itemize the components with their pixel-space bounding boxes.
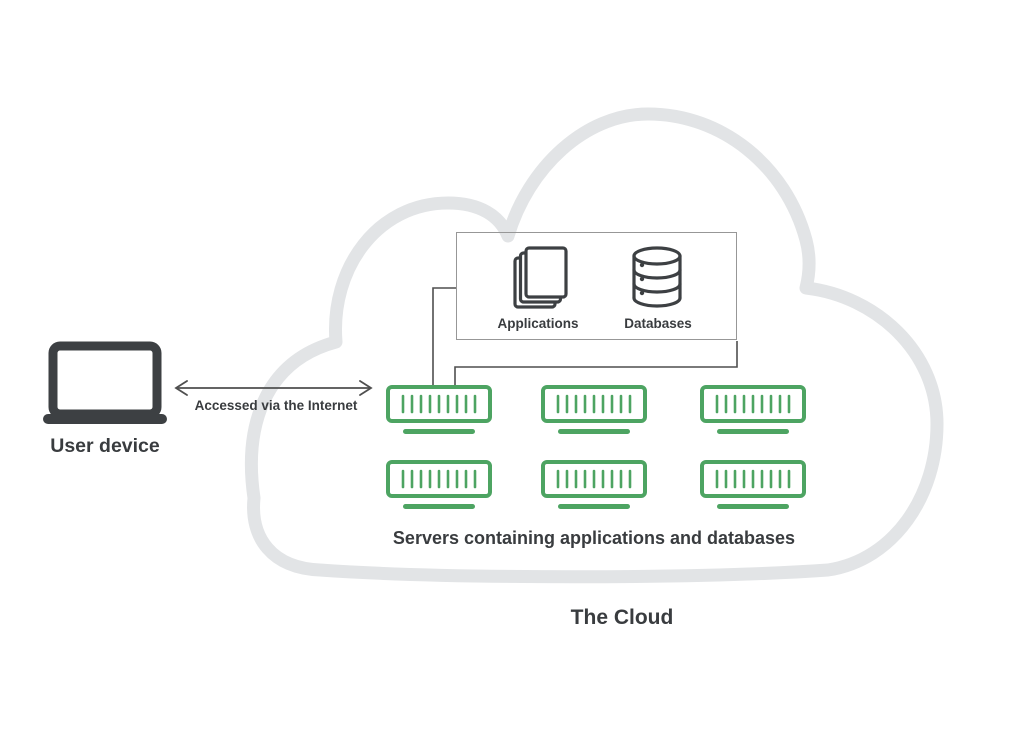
servers-caption: Servers containing applications and data… (392, 528, 796, 548)
database-cylinder-icon (632, 246, 682, 308)
server-icon (541, 385, 647, 434)
applications-label: Applications (497, 316, 579, 331)
applications-databases-box (456, 232, 737, 340)
server-icon (386, 460, 492, 509)
server-icon (386, 385, 492, 434)
databases-label: Databases (624, 316, 692, 331)
documents-stack-icon (513, 246, 568, 309)
laptop-icon (43, 341, 167, 424)
cloud-title: The Cloud (570, 606, 674, 629)
internet-link-label: Accessed via the Internet (194, 398, 358, 413)
server-icon (541, 460, 647, 509)
double-arrow-icon (174, 380, 373, 396)
server-icon (700, 460, 806, 509)
user-device-label: User device (50, 435, 160, 457)
connector-box-right-to-server (454, 341, 738, 385)
server-icon (700, 385, 806, 434)
connector-box-left-to-server (432, 287, 456, 385)
